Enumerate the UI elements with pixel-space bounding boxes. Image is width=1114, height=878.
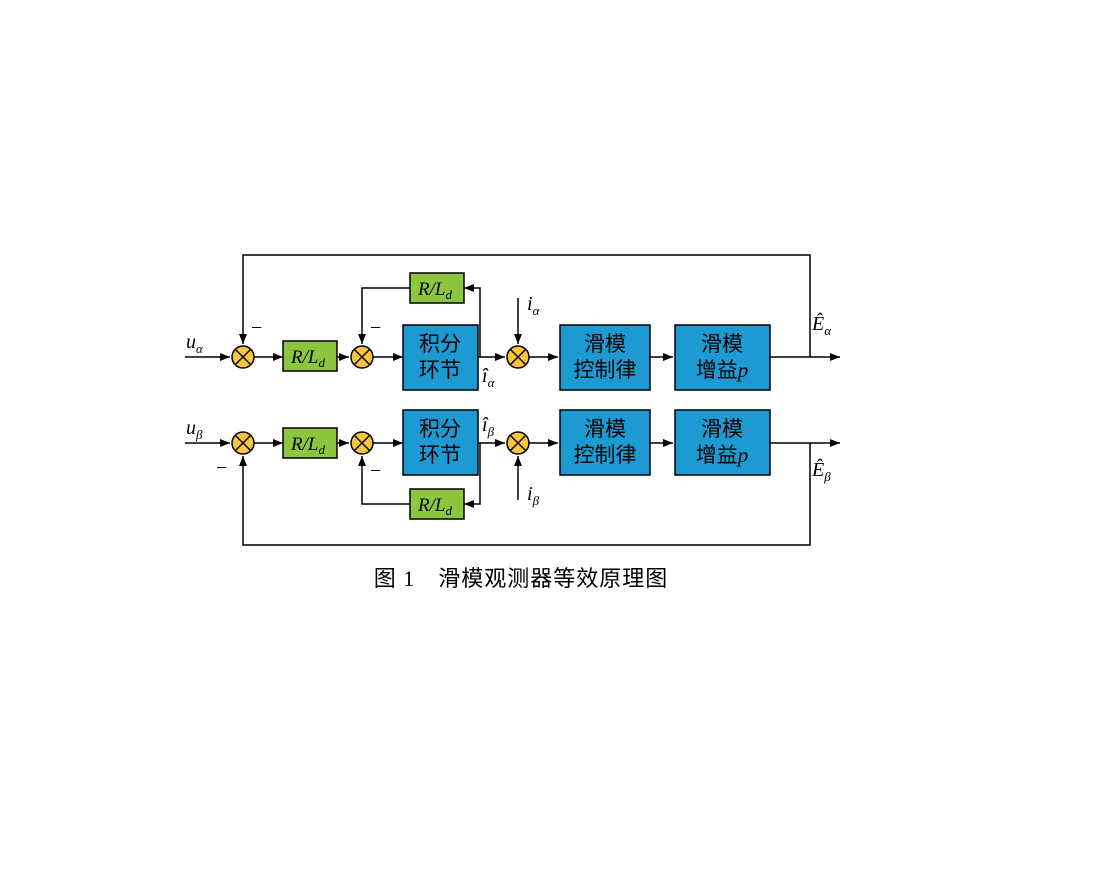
junction-cross-line	[353, 348, 371, 366]
integrator-block-beta: 积分 环节	[402, 409, 479, 476]
junction-cross-line	[234, 348, 252, 366]
smc-label-line1: 滑模	[584, 332, 626, 356]
rld-block-alpha-forward: R/Ld	[282, 340, 338, 372]
rld-block-rect	[409, 488, 465, 520]
label-e-hat-alpha: Êα	[811, 312, 832, 338]
rld-block-alpha-feedback: R/Ld	[409, 272, 465, 304]
junction-cross-line	[353, 434, 371, 452]
label-i-beta: iβ	[527, 483, 540, 508]
gain-block-alpha: 滑模 增益p	[674, 324, 771, 391]
rld-block-rect	[409, 272, 465, 304]
label-i-hat-beta: îβ	[482, 414, 495, 439]
rld-block-rect	[282, 427, 338, 459]
wire-feedback-tap-to-rld-beta	[464, 443, 481, 508]
gain-block-rect	[674, 409, 771, 476]
wire-feedback-emf-alpha	[239, 254, 811, 357]
smc-label-line2: 控制律	[574, 443, 637, 467]
minus-sign-j2-beta: −	[370, 460, 381, 482]
smc-block-alpha: 滑模 控制律	[559, 324, 651, 391]
junction-cross-line	[234, 434, 252, 452]
rld-block-label: R/Ld	[290, 347, 325, 370]
integrator-label-line2: 环节	[419, 358, 461, 382]
wire-feedback-emf-beta	[239, 443, 811, 546]
figure-caption: 图 1 滑模观测器等效原理图	[374, 566, 669, 591]
junction-cross-line	[509, 348, 527, 366]
wire-rld-feedback-to-j2-beta	[358, 456, 410, 505]
summing-junction-3-beta	[506, 431, 530, 455]
gain-label-line1: 滑模	[701, 332, 743, 356]
smc-block-beta: 滑模 控制律	[559, 409, 651, 476]
label-i-alpha: iα	[527, 293, 541, 318]
wire-feedback-tap-to-rld-alpha	[464, 284, 481, 357]
gain-label-line1: 滑模	[701, 417, 743, 441]
gain-block-rect	[674, 324, 771, 391]
rld-block-label: R/Ld	[417, 279, 452, 302]
label-u-beta: uβ	[186, 417, 203, 442]
summing-junction-1-alpha	[231, 345, 255, 369]
integrator-label-line1: 积分	[419, 417, 461, 441]
rld-block-label: R/Ld	[290, 434, 325, 457]
gain-block-beta: 滑模 增益p	[674, 409, 771, 476]
smc-label-line2: 控制律	[574, 358, 637, 382]
rld-block-label: R/Ld	[417, 495, 452, 518]
minus-sign-j1-alpha: −	[251, 317, 262, 339]
integrator-label-line1: 积分	[419, 332, 461, 356]
summing-junction-2-alpha	[350, 345, 374, 369]
integrator-block-rect	[402, 324, 479, 391]
minus-sign-j2-alpha: −	[370, 317, 381, 339]
summing-junction-1-beta	[231, 431, 255, 455]
gain-label-line2: 增益p	[696, 443, 749, 467]
wire-rld-feedback-to-j2-alpha	[358, 287, 410, 344]
label-e-hat-beta: Êβ	[811, 458, 831, 484]
rld-block-beta-feedback: R/Ld	[409, 488, 465, 520]
integrator-label-line2: 环节	[419, 443, 461, 467]
smc-block-rect	[559, 409, 651, 476]
rld-block-beta-forward: R/Ld	[282, 427, 338, 459]
minus-sign-j1-beta: −	[216, 457, 227, 479]
integrator-block-rect	[402, 409, 479, 476]
label-i-hat-alpha: îα	[482, 365, 496, 390]
junction-cross-line	[509, 434, 527, 452]
summing-junction-3-alpha	[506, 345, 530, 369]
rld-block-rect	[282, 340, 338, 372]
smc-block-rect	[559, 324, 651, 391]
summing-junction-2-beta	[350, 431, 374, 455]
smc-label-line1: 滑模	[584, 417, 626, 441]
gain-label-line2: 增益p	[696, 358, 749, 382]
label-u-alpha: uα	[186, 331, 204, 356]
integrator-block-alpha: 积分 环节	[402, 324, 479, 391]
